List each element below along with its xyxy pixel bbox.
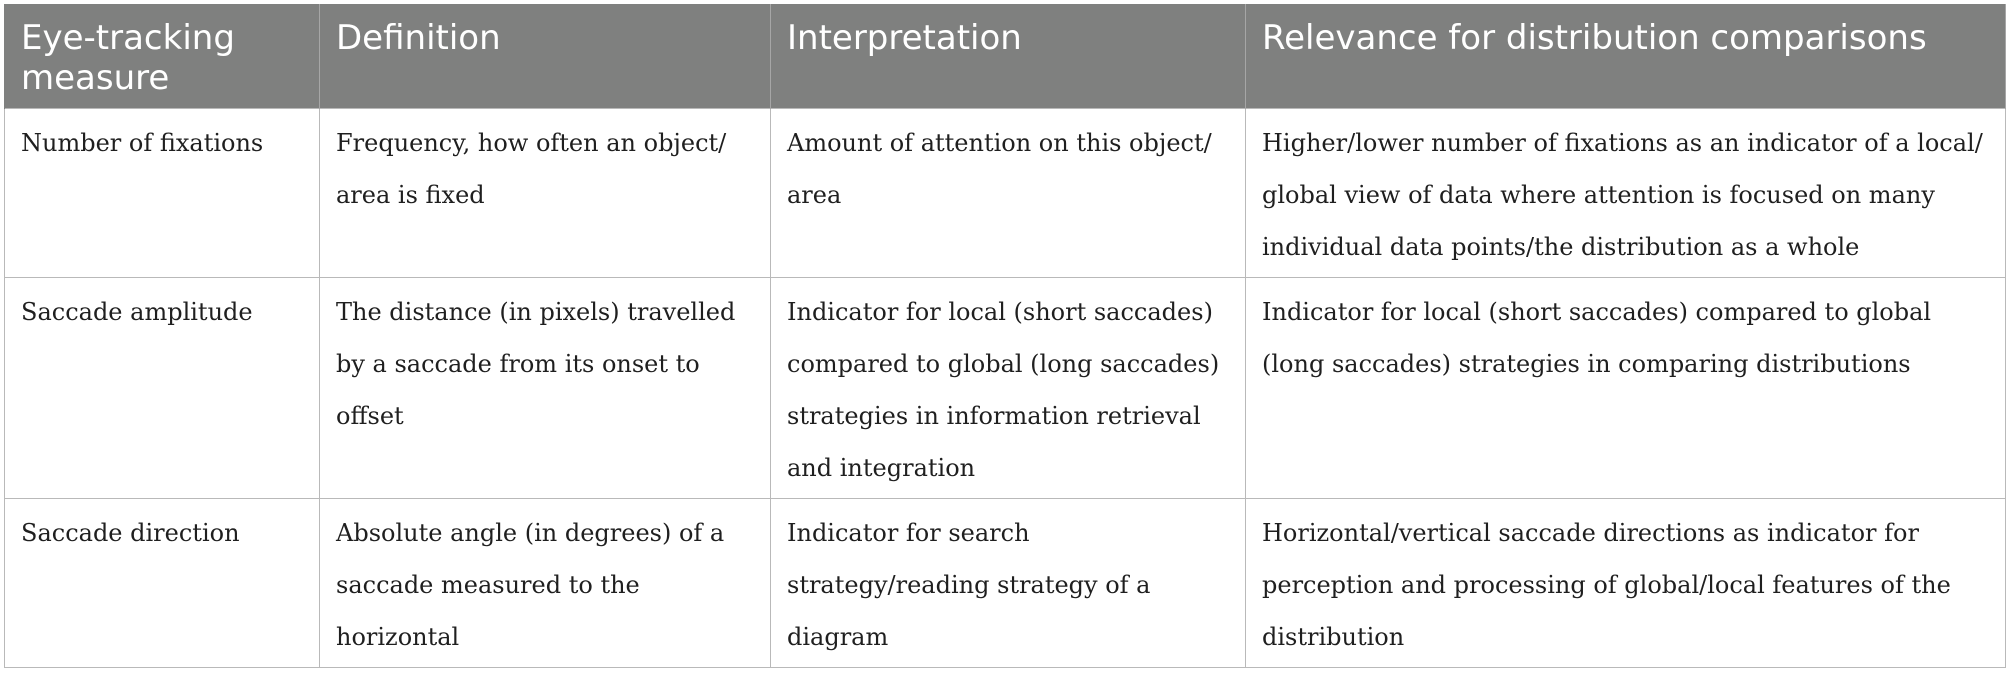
table-row: Saccade amplitude The distance (in pixel…: [4, 277, 2006, 499]
header-eye-tracking-measure: Eye-tracking measure: [4, 4, 320, 109]
cell-interpretation: Indicator for local (short saccades) com…: [770, 277, 1246, 499]
table-row: Saccade direction Absolute angle (in deg…: [4, 498, 2006, 668]
eye-tracking-measures-table-container: Eye-tracking measure Definition Interpre…: [4, 4, 2006, 668]
header-row: Eye-tracking measure Definition Interpre…: [4, 4, 2006, 109]
cell-relevance: Indicator for local (short saccades) com…: [1245, 277, 2006, 499]
table-body: Number of fixations Frequency, how often…: [4, 108, 2006, 668]
cell-measure: Saccade amplitude: [4, 277, 320, 499]
header-interpretation: Interpretation: [770, 4, 1246, 109]
cell-relevance: Horizontal/vertical saccade directions a…: [1245, 498, 2006, 668]
cell-measure: Number of fixations: [4, 108, 320, 278]
cell-definition: Frequency, how often an object/ area is …: [319, 108, 771, 278]
eye-tracking-measures-table: Eye-tracking measure Definition Interpre…: [4, 4, 2006, 668]
header-relevance: Relevance for distribution comparisons: [1245, 4, 2006, 109]
table-header: Eye-tracking measure Definition Interpre…: [4, 4, 2006, 109]
cell-measure: Saccade direction: [4, 498, 320, 668]
cell-interpretation: Indicator for search strategy/reading st…: [770, 498, 1246, 668]
cell-definition: Absolute angle (in degrees) of a saccade…: [319, 498, 771, 668]
cell-definition: The distance (in pixels) travelled by a …: [319, 277, 771, 499]
cell-interpretation: Amount of attention on this object/ area: [770, 108, 1246, 278]
header-definition: Definition: [319, 4, 771, 109]
table-row: Number of fixations Frequency, how often…: [4, 108, 2006, 278]
cell-relevance: Higher/lower number of fixations as an i…: [1245, 108, 2006, 278]
